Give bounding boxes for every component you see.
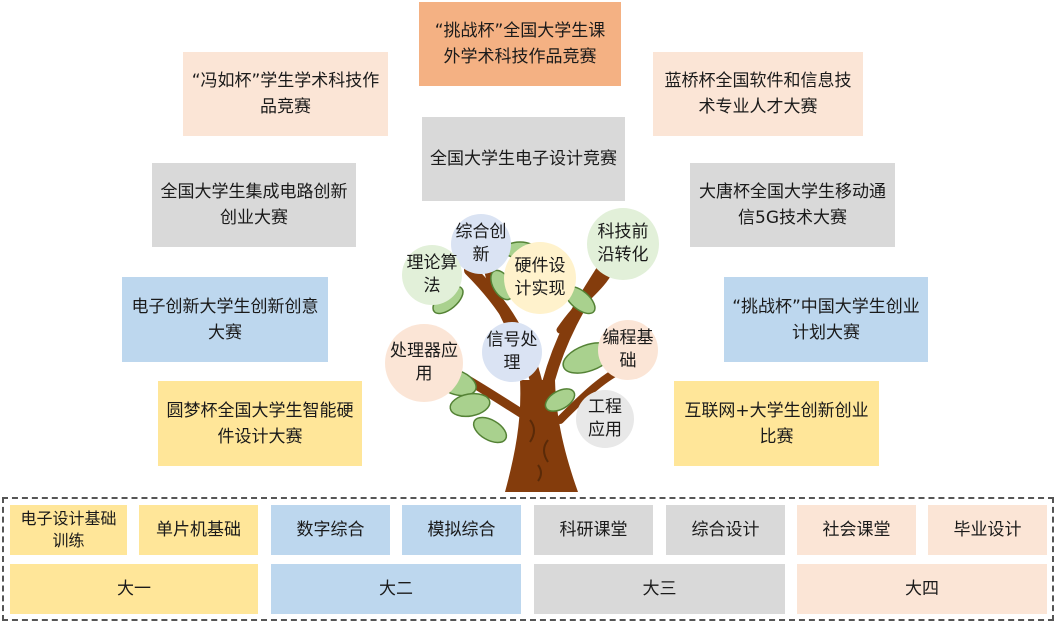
competition-fengrubei: “冯如杯”学生学术科技作品竞赛: [183, 52, 388, 136]
skill-theory-algorithm: 理论算法: [402, 245, 462, 305]
skill-label: 科技前沿转化: [597, 222, 649, 265]
course-graduation-design: 毕业设计: [928, 505, 1047, 555]
year-label: 大四: [905, 579, 939, 599]
skill-label: 理论算法: [406, 253, 458, 296]
competition-label: 全国大学生电子设计竞赛: [430, 149, 617, 169]
skill-label: 综合创新: [455, 222, 507, 265]
year-label: 大三: [642, 579, 677, 599]
year-junior: 大三: [534, 564, 785, 614]
trunk-knots: [529, 419, 549, 482]
skill-label: 处理器应用: [390, 341, 458, 384]
competition-tiaozhanbei-tech: “挑战杯”全国大学生课外学术科技作品竞赛: [419, 2, 621, 86]
competition-electronic-design: 全国大学生电子设计竞赛: [422, 117, 625, 201]
course-research-class: 科研课堂: [534, 505, 653, 555]
skill-label: 编程基础: [602, 328, 654, 371]
course-social-class: 社会课堂: [797, 505, 916, 555]
course-mcu-basics: 单片机基础: [139, 505, 258, 555]
competition-ic-innovation: 全国大学生集成电路创新创业大赛: [152, 163, 356, 247]
skill-programming-basics: 编程基础: [598, 320, 658, 380]
skill-label: 硬件设计实现: [514, 256, 566, 299]
competition-internet-plus: 互联网+大学生创新创业比赛: [674, 381, 879, 466]
course-label: 毕业设计: [953, 520, 1022, 540]
course-label: 单片机基础: [156, 520, 241, 540]
competition-label: 电子创新大学生创新创意大赛: [131, 296, 319, 343]
competition-yuanmengbei: 圆梦杯全国大学生智能硬件设计大赛: [158, 381, 362, 466]
year-senior: 大四: [797, 564, 1047, 614]
course-label: 综合设计: [691, 520, 760, 540]
course-label: 模拟综合: [427, 520, 496, 540]
year-sophomore: 大二: [271, 564, 521, 614]
year-label: 大二: [379, 579, 413, 599]
skill-comprehensive-innovation: 综合创新: [451, 214, 511, 274]
course-analog-integration: 模拟综合: [402, 505, 521, 555]
skill-engineering-application: 工程应用: [576, 390, 634, 448]
competition-label: “挑战杯”全国大学生课外学术科技作品竞赛: [434, 21, 606, 67]
competition-datangbei: 大唐杯全国大学生移动通信5G技术大赛: [690, 163, 895, 247]
competition-label: 大唐杯全国大学生移动通信5G技术大赛: [699, 182, 886, 228]
skill-label: 工程应用: [588, 397, 622, 440]
competition-electronic-innovation: 电子创新大学生创新创意大赛: [122, 277, 328, 362]
tree-trunk: [505, 380, 578, 492]
skill-processor-application: 处理器应用: [385, 324, 463, 402]
skill-label: 信号处理: [486, 330, 538, 373]
competition-label: 蓝桥杯全国软件和信息技术专业人才大赛: [664, 71, 852, 117]
course-label: 社会课堂: [822, 520, 891, 540]
competition-label: 互联网+大学生创新创业比赛: [684, 400, 869, 447]
course-comprehensive-design: 综合设计: [666, 505, 785, 555]
competition-tiaozhanbei-startup: “挑战杯”中国大学生创业计划大赛: [724, 277, 928, 362]
year-label: 大一: [117, 579, 151, 599]
curriculum-frame: [2, 497, 1054, 621]
competition-label: “挑战杯”中国大学生创业计划大赛: [732, 296, 920, 343]
skill-signal-processing: 信号处理: [482, 322, 542, 382]
year-freshman: 大一: [10, 564, 258, 614]
skill-hardware-design: 硬件设计实现: [504, 242, 576, 314]
course-digital-integration: 数字综合: [271, 505, 390, 555]
course-label: 数字综合: [296, 520, 365, 540]
competition-label: “冯如杯”学生学术科技作品竞赛: [191, 71, 380, 117]
course-label: 科研课堂: [559, 520, 628, 540]
competition-label: 圆梦杯全国大学生智能硬件设计大赛: [166, 400, 354, 447]
course-electronic-design-basics: 电子设计基础训练: [10, 505, 127, 555]
competition-label: 全国大学生集成电路创新创业大赛: [160, 182, 348, 228]
course-label: 电子设计基础训练: [20, 509, 117, 550]
competition-lanqiaobei: 蓝桥杯全国软件和信息技术专业人才大赛: [653, 52, 863, 136]
skill-tech-frontier: 科技前沿转化: [587, 208, 659, 280]
